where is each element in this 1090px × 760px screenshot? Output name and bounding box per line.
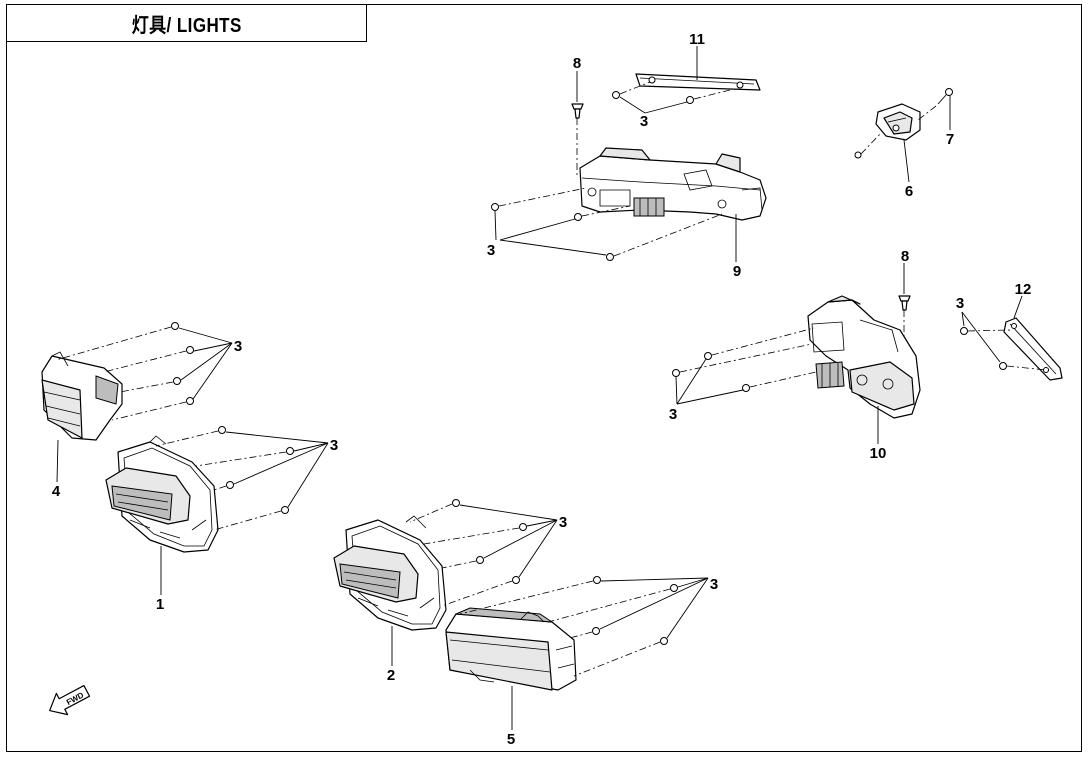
title-box: 灯具/ LIGHTS xyxy=(6,4,367,42)
screw-group-11 xyxy=(612,91,694,104)
callout-2: 2 xyxy=(387,667,395,684)
callout-3-part2: 3 xyxy=(559,514,567,531)
callout-5: 5 xyxy=(507,731,515,748)
callout-3-top: 3 xyxy=(640,113,648,130)
callout-1: 1 xyxy=(156,596,164,613)
callout-8-right: 8 xyxy=(901,248,909,265)
part-10-side-light-bracket xyxy=(807,295,921,419)
part-8-push-pin-right xyxy=(898,295,911,311)
screw-group-4 xyxy=(171,322,194,405)
fwd-arrow-icon: FWD xyxy=(49,684,91,716)
callout-6: 6 xyxy=(905,183,913,200)
screw-group-5 xyxy=(592,576,678,645)
page-title: 灯具/ LIGHTS xyxy=(131,14,242,37)
part-6-small-lamp xyxy=(875,103,921,141)
screw-group-1 xyxy=(218,426,294,514)
callout-7: 7 xyxy=(946,131,954,148)
screw-group-12 xyxy=(960,327,1007,370)
callout-3-part9: 3 xyxy=(487,242,495,259)
callout-3-part1: 3 xyxy=(330,437,338,454)
drawing-frame xyxy=(6,4,1082,752)
part-4-side-lamp xyxy=(41,351,123,441)
callout-11: 11 xyxy=(689,31,705,48)
screw-group-10 xyxy=(672,352,750,392)
callout-8-top: 8 xyxy=(573,55,581,72)
part-7-screw xyxy=(937,88,953,105)
screw-group-9 xyxy=(491,203,614,261)
part-5-light-bar xyxy=(445,607,577,691)
callout-3-part4: 3 xyxy=(234,338,242,355)
callout-10: 10 xyxy=(870,445,887,462)
screw-group-2 xyxy=(452,499,527,584)
callout-3-part12: 3 xyxy=(956,295,964,312)
callout-4: 4 xyxy=(52,483,61,500)
callout-9: 9 xyxy=(733,263,741,280)
part-2-headlamp-right xyxy=(333,515,447,631)
callout-3-part10: 3 xyxy=(669,406,677,423)
part-9-rear-light-bracket xyxy=(579,147,767,221)
part-1-headlamp-left xyxy=(105,435,219,553)
callout-12: 12 xyxy=(1015,281,1032,298)
part-11-rear-bracket-bar xyxy=(635,73,761,91)
callout-3-part5: 3 xyxy=(710,576,718,593)
part-12-strip-bracket xyxy=(1003,317,1063,381)
part-8-push-pin-top xyxy=(571,103,584,119)
